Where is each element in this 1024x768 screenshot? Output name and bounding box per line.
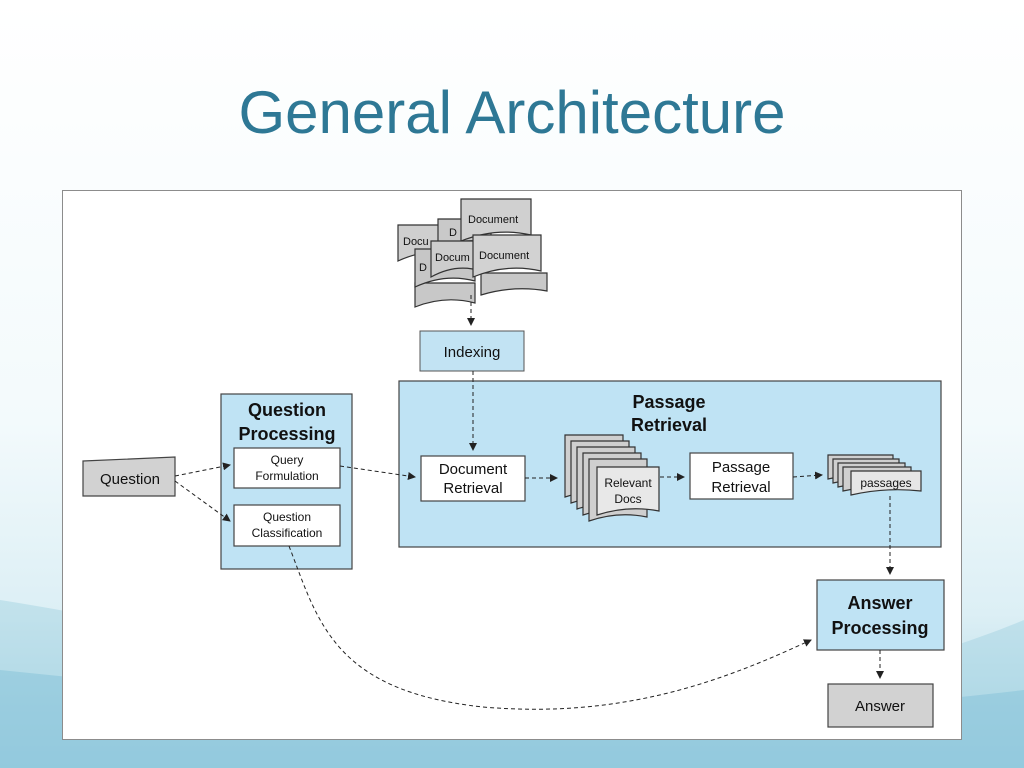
question-processing-label: Question bbox=[248, 400, 326, 420]
query-formulation-box: Query Formulation bbox=[233, 447, 341, 489]
document-retrieval-label: Document bbox=[439, 461, 508, 478]
query-formulation-label: Query bbox=[271, 453, 304, 467]
question-classification-label: Question bbox=[263, 510, 311, 524]
passage-retrieval-group-label: Retrieval bbox=[631, 415, 707, 435]
question-label: Question bbox=[100, 471, 160, 488]
document-label: D bbox=[419, 262, 427, 274]
relevant-docs-label: Docs bbox=[614, 492, 641, 506]
question-box: Question bbox=[82, 456, 176, 497]
architecture-diagram: Docu D D Document Docum bbox=[82, 198, 945, 728]
answer-box: Answer bbox=[827, 683, 934, 728]
arrow-question-classification-to-answer-processing bbox=[288, 545, 812, 710]
passage-retrieval-box: Passage Retrieval bbox=[689, 452, 794, 500]
arrow-question-to-query-formulation bbox=[174, 462, 231, 477]
relevant-docs-label: Relevant bbox=[604, 476, 652, 490]
arrow-passage-retrieval-to-passages bbox=[792, 471, 823, 480]
document-label: Docum bbox=[435, 252, 470, 264]
document-stack: Docu D D Document Docum bbox=[397, 198, 548, 308]
document-label: Document bbox=[479, 250, 529, 262]
question-classification-box: Question Classification bbox=[233, 504, 341, 547]
document-label: Docu bbox=[403, 236, 429, 248]
indexing-box: Indexing bbox=[419, 330, 525, 372]
document-label: Document bbox=[468, 214, 518, 226]
answer-processing-label: Answer bbox=[847, 593, 912, 613]
connectors bbox=[174, 295, 894, 710]
arrow-query-formulation-to-document-retrieval bbox=[339, 465, 416, 480]
passages-label: passages bbox=[860, 476, 911, 490]
document-icon bbox=[414, 282, 476, 308]
document-retrieval-box: Document Retrieval bbox=[420, 455, 526, 502]
question-processing-label: Processing bbox=[238, 424, 335, 444]
relevant-docs-stack: Relevant Docs bbox=[564, 434, 660, 522]
indexing-label: Indexing bbox=[444, 344, 501, 361]
document-icon: Document bbox=[472, 234, 542, 278]
slide-title: General Architecture bbox=[238, 79, 786, 146]
passage-retrieval-group-label: Passage bbox=[632, 392, 705, 412]
query-formulation-label: Formulation bbox=[255, 469, 318, 483]
answer-processing-box: Answer Processing bbox=[816, 579, 945, 651]
diagram-panel: Docu D D Document Docum bbox=[62, 190, 962, 740]
question-classification-label: Classification bbox=[252, 526, 323, 540]
passage-retrieval-label: Passage bbox=[712, 459, 770, 476]
passages-stack: passages bbox=[827, 454, 922, 496]
document-retrieval-label: Retrieval bbox=[443, 480, 502, 497]
answer-label: Answer bbox=[855, 698, 905, 715]
document-icon bbox=[480, 272, 548, 296]
passage-retrieval-label: Retrieval bbox=[711, 479, 770, 496]
answer-processing-label: Processing bbox=[831, 618, 928, 638]
document-label: D bbox=[449, 227, 457, 239]
arrow-question-to-question-classification bbox=[174, 480, 231, 522]
